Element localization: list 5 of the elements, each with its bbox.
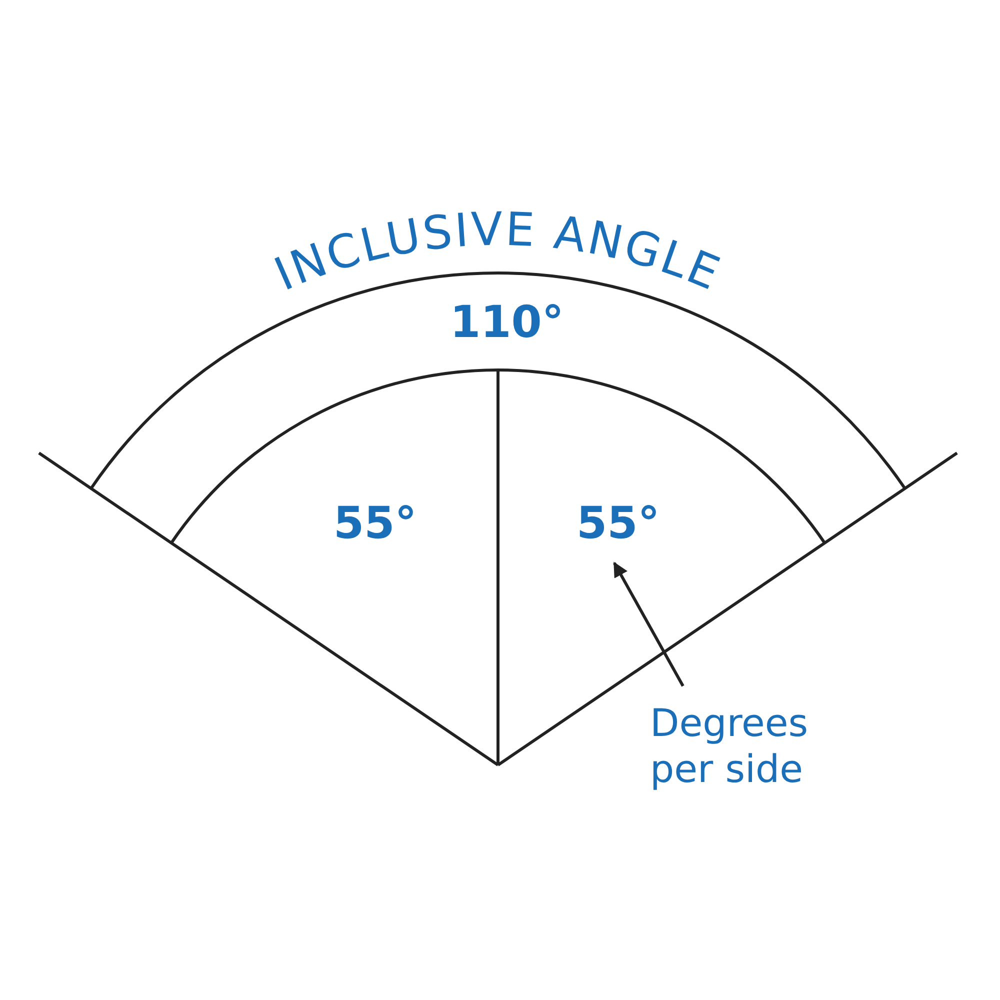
angle-value-label: 55° bbox=[334, 498, 417, 548]
angle-value-label: 55° bbox=[576, 498, 660, 548]
angle-value-label: 110° bbox=[450, 296, 564, 348]
note-text: Degrees per side bbox=[650, 700, 840, 792]
leader-arrow bbox=[613, 562, 684, 687]
